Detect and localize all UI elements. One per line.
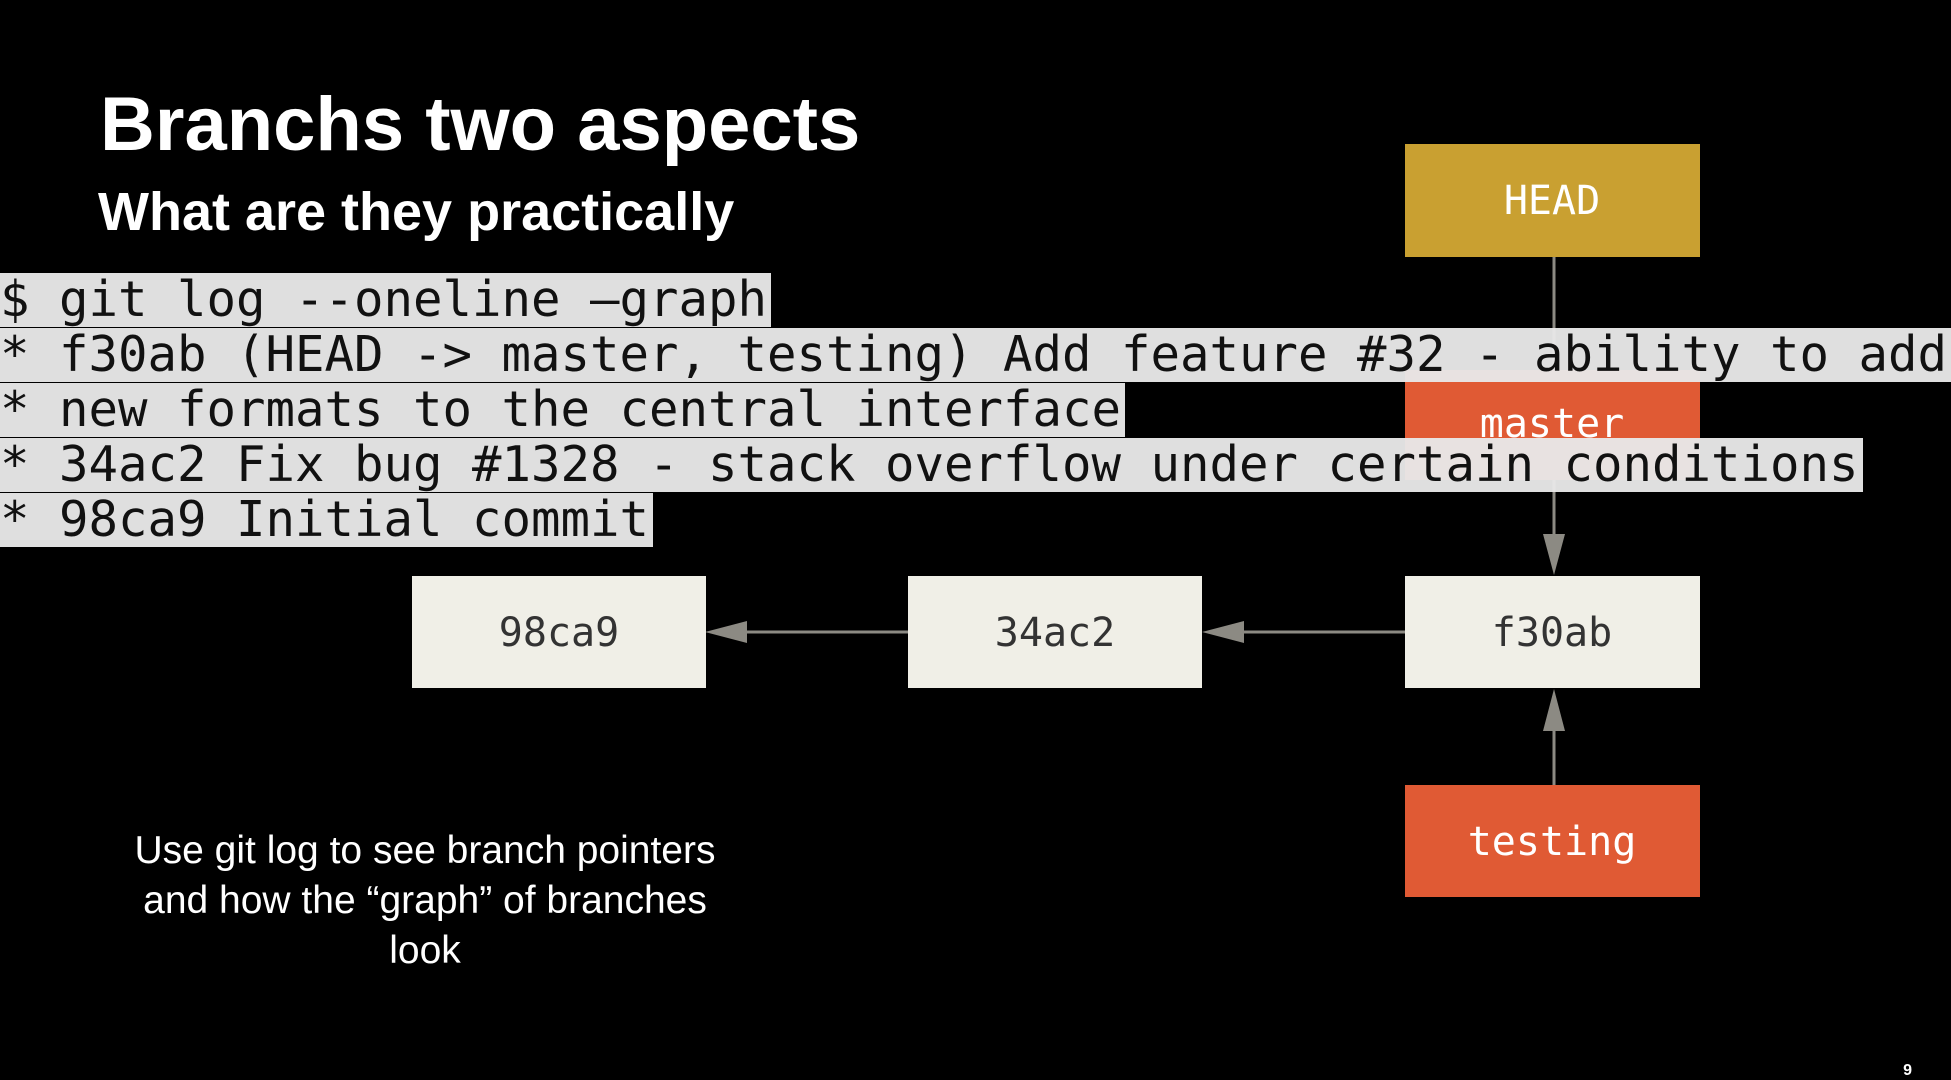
arrowhead-f30ab-to-34ac2	[1202, 621, 1244, 643]
slide-caption: Use git log to see branch pointers and h…	[134, 829, 716, 972]
testing-pointer-box	[1405, 785, 1700, 897]
arrowhead-34ac2-to-98ca9	[705, 621, 747, 643]
terminal-line: * f30ab (HEAD -> master, testing) Add fe…	[0, 328, 1951, 382]
terminal-line: * 98ca9 Initial commit	[0, 493, 654, 547]
commit-label-98ca9: 98ca9	[499, 610, 619, 656]
terminal-line: * new formats to the central interface	[0, 383, 1126, 437]
commit-box-f30ab	[1405, 576, 1700, 688]
terminal-line: * 34ac2 Fix bug #1328 - stack overflow u…	[0, 438, 1863, 492]
head-pointer-box	[1405, 144, 1700, 257]
terminal-line-command: $ git log --oneline –graph	[0, 273, 772, 327]
git-log-output: $ git log --oneline –graph * f30ab (HEAD…	[0, 273, 1951, 548]
arrowhead-testing-to-f30ab	[1543, 689, 1565, 731]
commit-label-34ac2: 34ac2	[995, 610, 1115, 656]
commit-label-f30ab: f30ab	[1492, 610, 1612, 656]
arrowhead-master-to-f30ab	[1543, 534, 1565, 575]
testing-pointer-label: testing	[1468, 819, 1637, 865]
slide-number: 9	[1903, 1062, 1912, 1079]
commit-box-34ac2	[908, 576, 1202, 688]
slide-title: Branchs two aspects	[100, 82, 861, 167]
slide-subtitle: What are they practically	[98, 182, 735, 242]
head-pointer-label: HEAD	[1504, 178, 1600, 224]
commit-box-98ca9	[412, 576, 706, 688]
